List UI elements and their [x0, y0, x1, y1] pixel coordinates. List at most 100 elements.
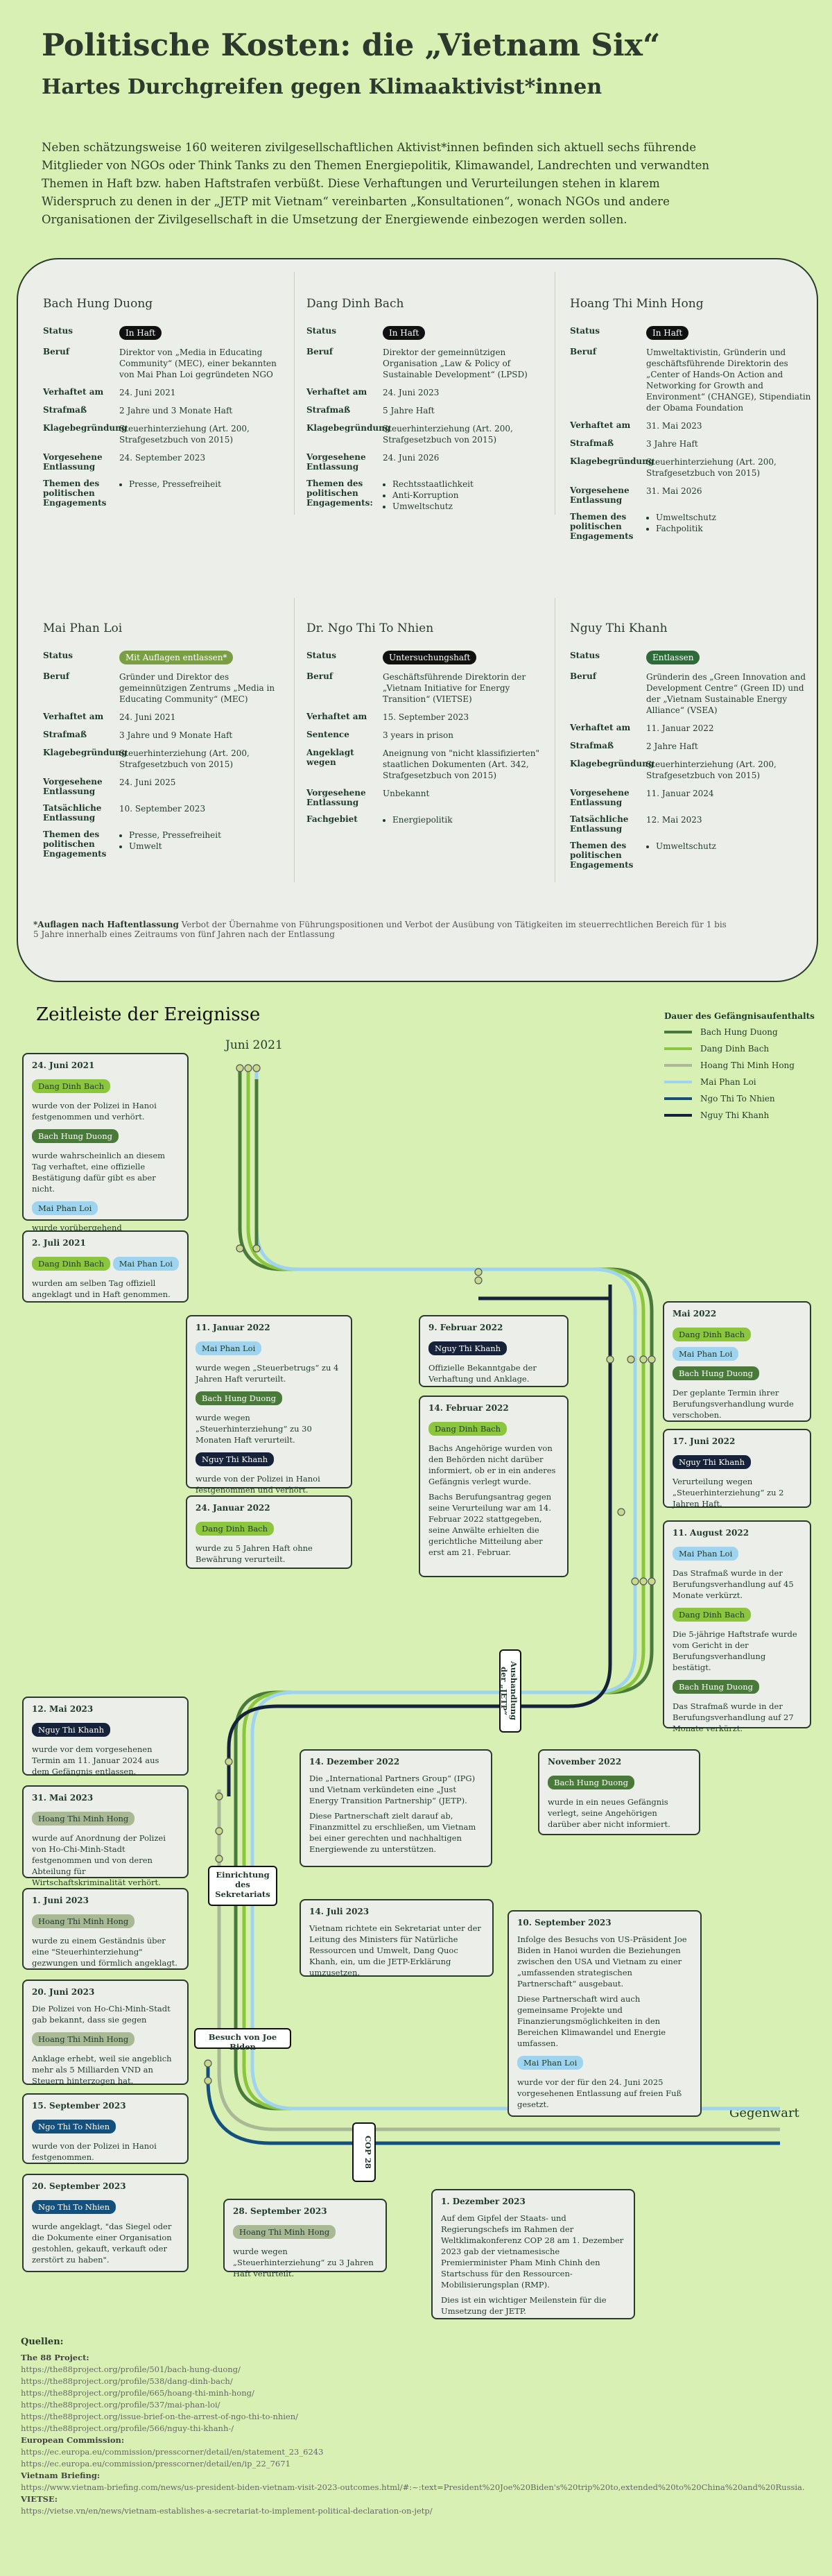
profile-label: Klagebegründung [306, 423, 391, 433]
profile-label: Tatsächliche Entlassung [43, 803, 102, 823]
profile-value: In Haft [383, 326, 549, 340]
profile-label: Verhaftet am [570, 420, 631, 430]
event-card: 12. Mai 2023 Nguy Thi Khanh wurde vor de… [22, 1697, 189, 1776]
event-date: November 2022 [548, 1757, 622, 1767]
legend-item: Nguy Thi Khanh [664, 1110, 815, 1121]
topic-item: Energiepolitik [392, 814, 549, 825]
topic-item: Umweltschutz [656, 841, 813, 852]
legend-label: Dang Dinh Bach [700, 1044, 770, 1054]
profile-value: RechtsstaatlichkeitAnti-KorruptionUmwelt… [383, 479, 549, 512]
legend-item: Hoang Thi Minh Hong [664, 1060, 815, 1071]
event-card: 10. September 2023 Infolge des Besuchs v… [508, 1910, 702, 2117]
event-date: 24. Juni 2021 [32, 1061, 95, 1070]
event-text: Das Strafmaß wurde in der Berufungsverha… [673, 1568, 794, 1600]
profile-label: Tatsächliche Entlassung [570, 814, 629, 834]
source-link[interactable]: https://the88project.org/profile/537/mai… [21, 2400, 220, 2410]
profile-label: Vorgesehene Entlassung [306, 452, 366, 472]
profile-row: Themen des politischen Engagements:Recht… [306, 479, 549, 512]
person-tag: Mai Phan Loi [196, 1341, 262, 1355]
profile-label: Beruf [306, 347, 333, 357]
event-text: wurde zu 5 Jahren Haft ohne Bewährung ve… [196, 1543, 313, 1564]
profile-label: Vorgesehene Entlassung [570, 788, 630, 807]
person-tag: Nguy Thi Khanh [196, 1452, 275, 1466]
legend-swatch [664, 1081, 692, 1083]
profile-row: FachgebietEnergiepolitik [306, 814, 549, 825]
legend-label: Hoang Thi Minh Hong [700, 1061, 795, 1070]
profile-value: 12. Mai 2023 [646, 815, 702, 825]
profile-label: Themen des politischen Engagements [570, 512, 634, 541]
legend-item: Ngo Thi To Nhien [664, 1093, 815, 1104]
event-date: 1. Dezember 2023 [441, 2197, 526, 2206]
event-text: Diese Partnerschaft wird auch gemeinsame… [517, 1994, 666, 2048]
profile-label: Status [306, 326, 337, 336]
event-card: 14. Februar 2022 Dang Dinh Bach Bachs An… [419, 1396, 569, 1577]
person-tag: Mai Phan Loi [517, 2056, 584, 2070]
profile-label: Beruf [570, 671, 596, 681]
person-tag: Ngo Thi To Nhien [32, 2120, 116, 2133]
line-nguy-thi-khanh [227, 1285, 612, 1796]
profile-label: Beruf [43, 347, 69, 357]
legend-label: Nguy Thi Khanh [700, 1110, 770, 1120]
timeline-stop [617, 1508, 625, 1516]
timeline-stop [225, 1758, 233, 1766]
event-date: 20. September 2023 [32, 2181, 126, 2191]
source-link[interactable]: https://www.vietnam-briefing.com/news/us… [21, 2482, 805, 2492]
person-tag: Hoang Thi Minh Hong [32, 2032, 135, 2046]
event-date: 11. August 2022 [673, 1528, 749, 1538]
event-text: Die „International Partners Group“ (IPG)… [309, 1774, 476, 1805]
profile-value: 24. Juni 2025 [119, 778, 176, 787]
person-tag: Mai Phan Loi [673, 1347, 739, 1361]
profile-value: Gründer und Direktor des gemeinnützigen … [119, 672, 275, 704]
line-ngo-thi-to-nhien [206, 2063, 780, 2145]
person-tag: Dang Dinh Bach [673, 1328, 752, 1341]
event-card: 31. Mai 2023 Hoang Thi Minh Hong wurde a… [22, 1785, 189, 1887]
person-tag: Dang Dinh Bach [196, 1522, 275, 1536]
source-link[interactable]: https://the88project.org/profile/538/dan… [21, 2376, 233, 2386]
event-date: 14. Februar 2022 [428, 1403, 509, 1413]
timeline-stop [474, 1276, 483, 1285]
event-date: 12. Mai 2023 [32, 1704, 94, 1714]
profile-value: Steuerhinterziehung (Art. 200, Strafgese… [119, 748, 250, 769]
footnote-text: Verbot der Übernahme von Führungspositio… [33, 920, 727, 939]
source-link[interactable]: https://ec.europa.eu/commission/presscor… [21, 2459, 291, 2468]
timeline-stop [244, 1064, 252, 1072]
profile-label: Klagebegründung [570, 456, 655, 466]
person-tag: Dang Dinh Bach [32, 1079, 111, 1093]
timeline-start-label: Juni 2021 [225, 1038, 283, 1052]
person-tag: Bach Hung Duong [32, 1129, 119, 1143]
timeline-stop [252, 1064, 261, 1072]
line-mai-phan-loi [250, 1068, 780, 2111]
source-link[interactable]: https://the88project.org/profile/566/ngu… [21, 2423, 234, 2433]
legend-item: Mai Phan Loi [664, 1076, 815, 1088]
event-date: 17. Juni 2022 [673, 1436, 736, 1446]
event-text: wurde vor dem vorgesehenen Termin am 11.… [32, 1744, 159, 1776]
column-divider [294, 598, 295, 882]
profile-value: Steuerhinterziehung (Art. 200, Strafgese… [119, 424, 250, 445]
profile-value: 3 years in prison [383, 730, 453, 740]
legend-label: Bach Hung Duong [700, 1027, 778, 1037]
event-card: 14. Dezember 2022 Die „International Par… [300, 1749, 492, 1867]
profile-label: Themen des politischen Engagements [43, 479, 107, 508]
profile-label: Verhaftet am [43, 712, 104, 721]
profiles-panel [17, 258, 818, 982]
source-link[interactable]: https://the88project.org/issue-brief-on-… [21, 2412, 299, 2421]
source-link[interactable]: https://the88project.org/profile/665/hoa… [21, 2388, 254, 2398]
event-text: Der geplante Termin ihrer Berufungsverha… [673, 1388, 794, 1420]
person-tag: Dang Dinh Bach [673, 1608, 752, 1622]
source-link[interactable]: https://the88project.org/profile/501/bac… [21, 2364, 241, 2374]
profile-value: 2 Jahre und 3 Monate Haft [119, 406, 233, 415]
timeline-stop [215, 1855, 223, 1863]
profile-label: Vorgesehene Entlassung [43, 777, 103, 796]
source-link[interactable]: https://vietse.vn/en/news/vietnam-establ… [21, 2506, 433, 2516]
source-link[interactable]: https://ec.europa.eu/commission/presscor… [21, 2447, 324, 2457]
